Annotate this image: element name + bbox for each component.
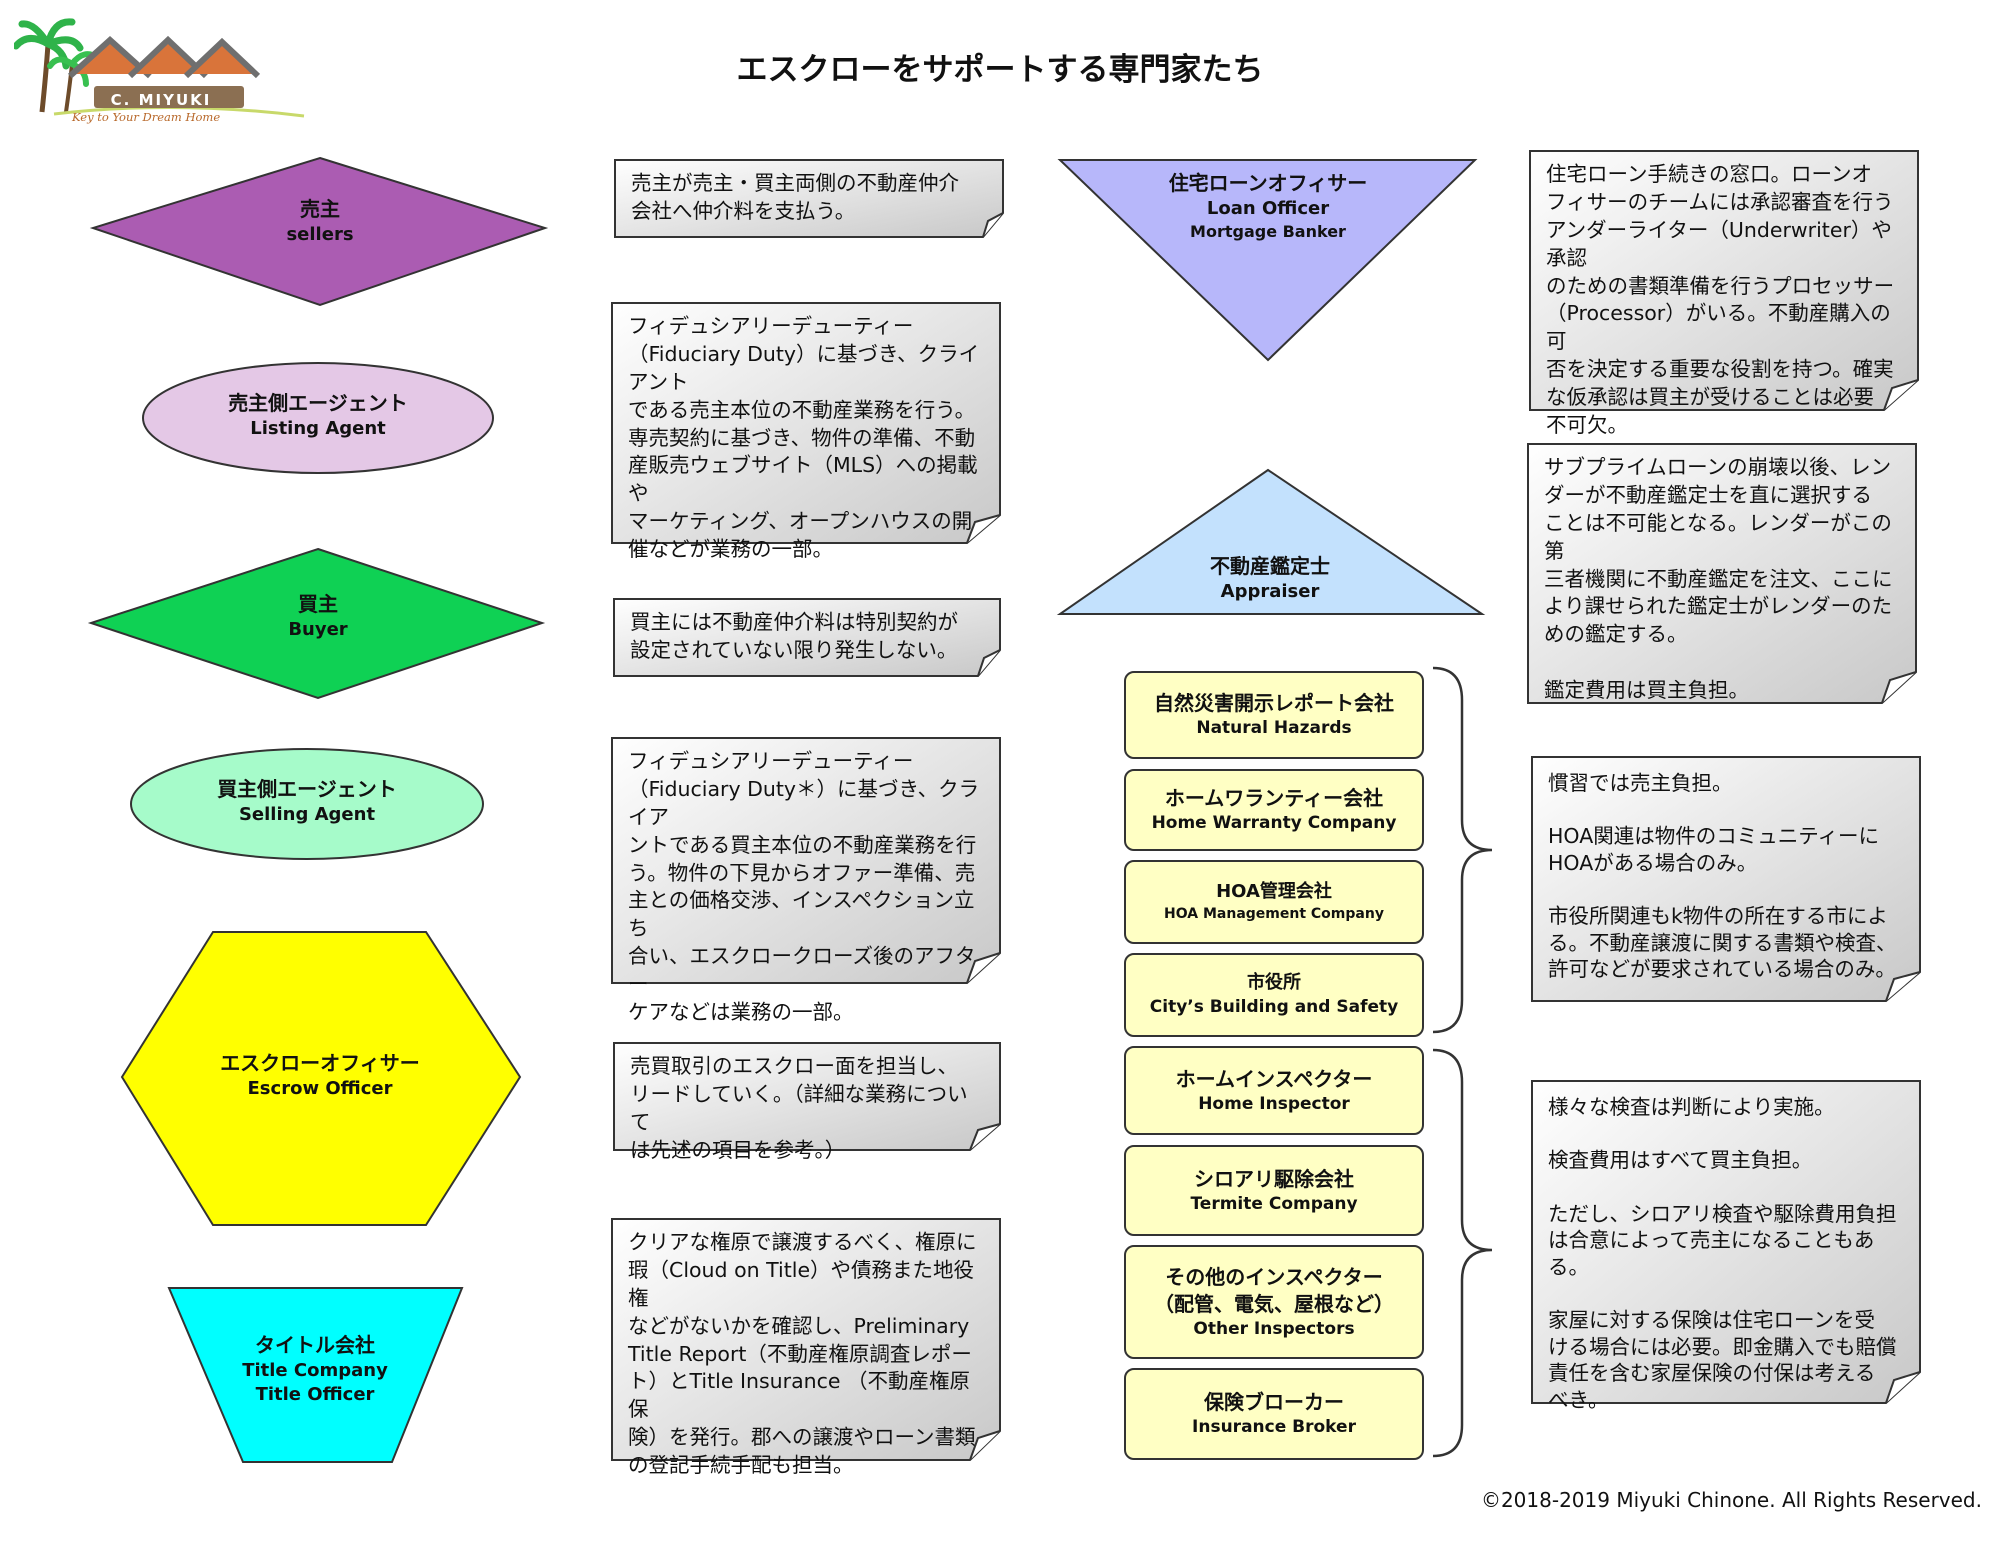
note-sellers	[614, 159, 1004, 238]
selling-agent-label: 買主側エージェント Selling Agent	[217, 777, 397, 825]
service-insurance-broker: 保険ブローカー Insurance Broker	[1124, 1368, 1424, 1460]
title-company-trapezoid	[167, 1287, 464, 1463]
service-home-inspector: ホームインスペクター Home Inspector	[1124, 1046, 1424, 1135]
copyright: ©2018-2019 Miyuki Chinone. All Rights Re…	[1480, 1488, 1982, 1512]
escrow-officer-hexagon	[120, 931, 522, 1226]
note-title-company	[611, 1218, 1001, 1461]
note-sellers-text: 売主が売主・買主両側の不動産仲介 会社へ仲介料を支払う。	[631, 171, 959, 223]
brace-group1	[1432, 666, 1493, 1034]
note-appraiser	[1527, 443, 1917, 704]
logo-name: C. MIYUKI	[110, 91, 212, 109]
note-title-company-text: クリアな権原で譲渡するべく、権原に 瑕（Cloud on Title）や債務また…	[628, 1230, 977, 1477]
sellers-diamond	[89, 156, 549, 307]
note-group1-text: 慣習では売主負担。 HOA関連は物件のコミュニティーに HOAがある場合のみ。 …	[1548, 771, 1897, 982]
note-loan-officer-text: 住宅ローン手続きの窓口。ローンオ フィサーのチームには承認審査を行う アンダーラ…	[1546, 162, 1895, 437]
service-city-building-safety: 市役所 City’s Building and Safety	[1124, 953, 1424, 1037]
note-group2-text: 様々な検査は判断により実施。 検査費用はすべて買主負担。 ただし、シロアリ検査や…	[1548, 1095, 1897, 1413]
service-hoa-management: HOA管理会社 HOA Management Company	[1124, 860, 1424, 944]
selling-agent-ellipse	[130, 748, 484, 860]
note-loan-officer	[1529, 150, 1919, 411]
appraiser-triangle	[1056, 468, 1486, 615]
buyer-label: 買主 Buyer	[288, 592, 348, 640]
sellers-label: 売主 sellers	[286, 197, 354, 245]
page-title: エスクローをサポートする専門家たち	[736, 52, 1264, 88]
note-appraiser-text: サブプライムローンの崩壊以後、レン ダーが不動産鑑定士を直に選択する ことは不可…	[1544, 455, 1893, 702]
note-listing-agent	[611, 302, 1001, 544]
note-group1	[1531, 756, 1921, 1002]
service-natural-hazards: 自然災害開示レポート会社 Natural Hazards	[1124, 671, 1424, 759]
note-selling-agent	[611, 737, 1001, 984]
note-listing-agent-text: フィデュシアリーデューティー （Fiduciary Duty）に基づき、クライア…	[628, 314, 980, 561]
appraiser-label: 不動産鑑定士 Appraiser	[1210, 554, 1330, 602]
note-selling-agent-text: フィデュシアリーデューティー （Fiduciary Duty＊）に基づき、クライ…	[628, 749, 980, 1024]
service-termite-company: シロアリ駆除会社 Termite Company	[1124, 1145, 1424, 1236]
note-buyer-text: 買主には不動産仲介料は特別契約が 設定されていない限り発生しない。	[630, 610, 958, 662]
title-company-label: タイトル会社 Title Company Title Officer	[242, 1333, 388, 1406]
listing-agent-ellipse	[142, 362, 494, 474]
note-escrow-officer-text: 売買取引のエスクロー面を担当し、 リードしていく。（詳細な業務について は先述の…	[630, 1054, 968, 1162]
logo-banner	[94, 86, 244, 108]
service-other-inspectors: その他のインスペクター （配管、電気、屋根など） Other Inspector…	[1124, 1245, 1424, 1359]
brace-group2	[1432, 1048, 1493, 1458]
note-group2	[1531, 1080, 1921, 1404]
buyer-diamond	[87, 547, 546, 700]
loan-officer-triangle	[1057, 159, 1478, 362]
listing-agent-label: 売主側エージェント Listing Agent	[228, 391, 408, 439]
escrow-officer-label: エスクローオフィサー Escrow Officer	[220, 1051, 420, 1099]
note-escrow-officer	[613, 1042, 1001, 1151]
logo-tagline: Key to Your Dream Home	[72, 110, 221, 124]
house-roofs-icon	[67, 35, 261, 79]
service-home-warranty: ホームワランティー会社 Home Warranty Company	[1124, 769, 1424, 851]
loan-officer-label: 住宅ローンオフィサー Loan Officer Mortgage Banker	[1168, 171, 1368, 242]
note-buyer	[613, 598, 1001, 677]
logo	[14, 18, 305, 118]
